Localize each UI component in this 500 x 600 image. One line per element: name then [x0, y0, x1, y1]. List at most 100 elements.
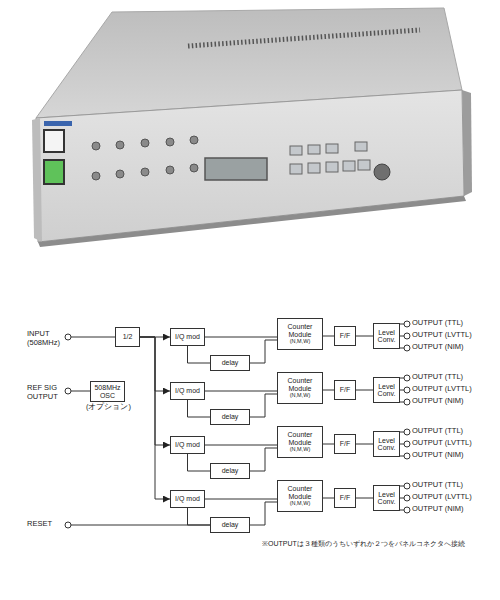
panel-button: [308, 163, 320, 173]
logo-mark: [44, 121, 72, 126]
bnc-connector: [190, 136, 198, 144]
node-text: delay: [222, 359, 239, 366]
node-text: Counter Module: [278, 377, 322, 392]
signal-connector: [356, 444, 373, 445]
signal-connector: [205, 445, 277, 446]
output-terminals: [404, 321, 410, 513]
case-bottom-edge: [38, 196, 466, 247]
node-text: Level Conv.: [374, 329, 399, 344]
terminal-label: INPUT (508MHz): [27, 330, 69, 347]
input-wire: [71, 337, 115, 338]
delay-box: delay: [210, 517, 250, 533]
bnc-connector: [116, 141, 124, 149]
level-converter-box: Level Conv.: [373, 485, 400, 511]
signal-connector: [323, 444, 334, 445]
panel-button: [358, 160, 370, 170]
node-subtext: (N,M,W): [290, 501, 310, 507]
bnc-connector: [166, 138, 174, 146]
modulator-box: I/Q mod: [170, 382, 205, 400]
node-text: I/Q mod: [175, 387, 200, 394]
bnc-connector: [141, 139, 149, 147]
signal-connector: [205, 499, 277, 500]
node-text: Counter Module: [278, 485, 322, 500]
output-terminal: [404, 345, 410, 351]
node-subtext: (N,M,W): [290, 393, 310, 399]
output-wire: [400, 510, 404, 511]
output-label: OUTPUT (TTL): [412, 373, 463, 382]
output-label: OUTPUT (TTL): [412, 481, 463, 490]
output-terminal: [404, 441, 410, 447]
terminal-label: REF SIG OUTPUT: [27, 384, 69, 401]
panel-button: [326, 162, 338, 172]
signal-connector: [356, 498, 373, 499]
bnc-connector: [141, 168, 149, 176]
reset-terminal: [65, 522, 71, 528]
node-text: F/F: [340, 494, 351, 501]
signal-connector: [323, 498, 334, 499]
output-label: OUTPUT (LVTTL): [412, 493, 472, 502]
reset-wire: [71, 525, 210, 526]
output-label: OUTPUT (TTL): [412, 319, 463, 328]
node-subtext: (N,M,W): [290, 447, 310, 453]
flipflop-box: F/F: [334, 326, 356, 346]
oscillator-box: 508MHz OSC: [90, 381, 125, 402]
output-label: OUTPUT (NIM): [412, 343, 464, 352]
bnc-connector: [92, 172, 100, 180]
output-terminal: [404, 507, 410, 513]
output-wire: [400, 444, 404, 445]
panel-button: [308, 145, 320, 154]
output-label: OUTPUT (LVTTL): [412, 385, 472, 394]
counter-box: Counter Module(N,M,W): [277, 426, 323, 458]
panel-button: [343, 161, 355, 171]
output-terminal: [404, 429, 410, 435]
signal-connector: [323, 390, 334, 391]
vent-slots: [188, 30, 420, 46]
node-text: Level Conv.: [374, 491, 399, 506]
node-text: delay: [222, 413, 239, 420]
output-wire: [400, 348, 404, 349]
flipflop-box: F/F: [334, 488, 356, 508]
signal-connector: [250, 502, 277, 525]
output-label: OUTPUT (NIM): [412, 397, 464, 406]
output-label: OUTPUT (LVTTL): [412, 331, 472, 340]
output-terminal: [404, 333, 410, 339]
terminals: [65, 334, 71, 528]
output-wire: [400, 390, 404, 391]
node-text: Counter Module: [278, 323, 322, 338]
output-label: OUTPUT (LVTTL): [412, 439, 472, 448]
node-subtext: (N,M,W): [290, 339, 310, 345]
output-wires: [400, 324, 404, 510]
counter-box: Counter Module(N,M,W): [277, 480, 323, 512]
node-text: delay: [222, 467, 239, 474]
signal-connector: [205, 391, 277, 392]
output-terminal: [404, 375, 410, 381]
signal-connector: [205, 337, 277, 338]
modulator-box: I/Q mod: [170, 490, 205, 508]
terminal-wires: [71, 337, 210, 525]
output-terminal: [404, 321, 410, 327]
flipflop-box: F/F: [334, 434, 356, 454]
lcd-display: [205, 158, 267, 180]
output-terminal: [404, 495, 410, 501]
signal-connector: [323, 336, 334, 337]
output-terminal: [404, 483, 410, 489]
output-label: OUTPUT (TTL): [412, 427, 463, 436]
rotary-knob: [374, 164, 390, 180]
output-wire: [400, 336, 404, 337]
panel-handle-left: [32, 118, 42, 242]
panel-button: [290, 146, 302, 155]
output-wire: [400, 432, 404, 433]
output-wire: [400, 498, 404, 499]
node-text: Level Conv.: [374, 437, 399, 452]
signal-connector: [250, 448, 277, 471]
output-terminal: [404, 399, 410, 405]
signal-connector: [356, 336, 373, 337]
input-terminal: [65, 334, 71, 340]
node-text: 508MHz OSC: [91, 384, 124, 399]
footnote: ※OUTPUTは３種類のうちいずれか２つをパネルコネクタへ接続: [262, 540, 465, 548]
output-wire: [400, 378, 404, 379]
ref-terminal: [65, 388, 71, 394]
output-wire: [400, 402, 404, 403]
panel-button: [355, 142, 367, 151]
